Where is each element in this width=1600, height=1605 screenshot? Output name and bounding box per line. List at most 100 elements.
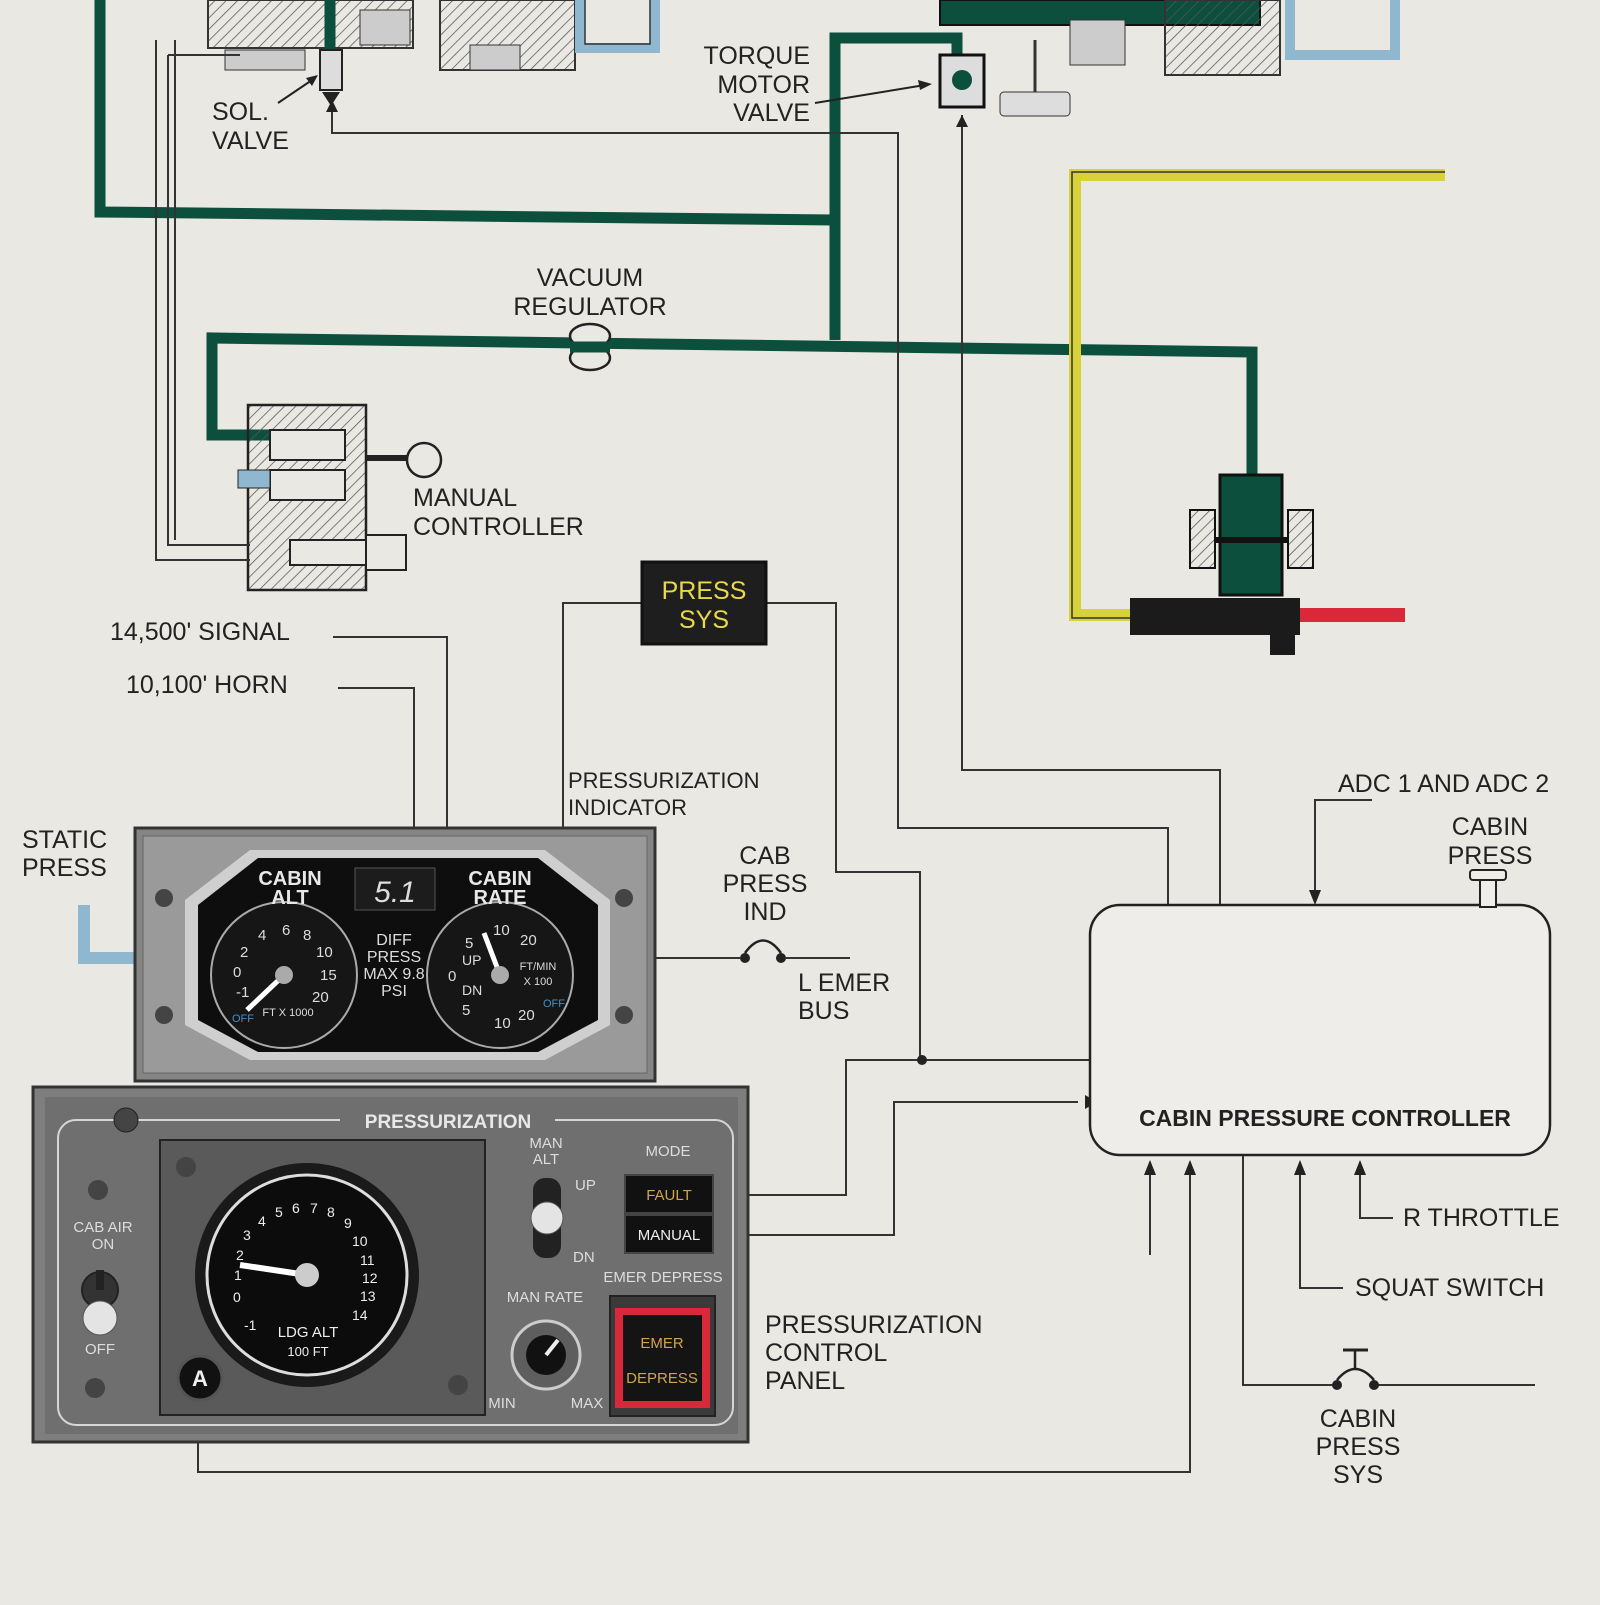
horn-10100-label: 10,100' HORN [126,671,288,699]
man-alt-2: ALT [533,1151,559,1168]
rate-tick-dn-10: 10 [494,1015,511,1032]
cab-air-label-1: CAB AIR [73,1219,132,1236]
static-press-line [78,905,140,964]
cabin-alt-title-2: ALT [271,887,308,909]
cab-press-ind-breaker [740,939,786,963]
ldg-tick-10: 10 [352,1233,368,1249]
vacuum-line-top [94,0,836,226]
cabin-press-sys-label-2: PRESS [1316,1433,1401,1461]
rate-tick-dn-20: 20 [518,1007,535,1024]
alt-tick-6: 6 [282,922,290,939]
cab-air-label-2: ON [92,1236,115,1253]
cabin-press-label-1: CABIN [1452,813,1528,841]
sol-valve-label-2: VALVE [212,127,289,155]
diff-press-1: DIFF [376,932,412,949]
signal-14500-label: 14,500' SIGNAL [110,618,290,646]
static-line-top-right [1285,0,1400,60]
fault-label: FAULT [646,1187,692,1204]
cabin-press-label-2: PRESS [1448,842,1533,870]
a-button[interactable]: A [176,1354,224,1402]
emer-depress-button[interactable]: EMER DEPRESS [609,1295,716,1417]
mode-label: MODE [646,1143,691,1160]
cabin-press-sys-breaker [1332,1348,1379,1390]
control-panel-label-2: CONTROL [765,1339,887,1367]
alt-tick-10: 10 [316,944,333,961]
rate-tick-up-20: 20 [520,932,537,949]
press-indicator-label-1: PRESSURIZATION [568,768,760,793]
static-press-label-1: STATIC [22,826,107,854]
alt-unit: FT X 1000 [262,1007,313,1019]
static-press-label-2: PRESS [22,854,107,882]
press-sys-line2: SYS [679,606,729,634]
squat-switch-label: SQUAT SWITCH [1355,1274,1544,1302]
emer-depress-title: EMER DEPRESS [603,1269,722,1286]
outflow-valve-left [207,0,576,71]
man-alt-up: UP [575,1177,596,1194]
man-rate-max: MAX [571,1395,604,1412]
ldg-alt-label-2: 100 FT [287,1344,328,1359]
vacuum-regulator-label-1: VACUUM [537,264,643,292]
vacuum-line-torque [829,32,963,340]
ldg-tick-1: 1 [234,1267,242,1283]
torque-label-2: MOTOR [717,71,810,99]
fault-button[interactable]: FAULT [624,1174,714,1214]
rate-unit-1: FT/MIN [520,961,557,973]
man-rate-min: MIN [488,1395,516,1412]
cabin-press-sys-label-3: SYS [1333,1461,1383,1489]
l-emer-bus-label-1: L EMER [798,969,890,997]
adc-label: ADC 1 AND ADC 2 [1338,770,1549,798]
r-throttle-label: R THROTTLE [1403,1204,1560,1232]
ldg-tick-9: 9 [344,1215,352,1231]
torque-label-3: VALVE [733,99,810,127]
alt-tick-2: 2 [240,944,248,961]
ldg-alt-label-1: LDG ALT [278,1324,339,1341]
ldg-tick-3: 3 [243,1227,251,1243]
diff-press-3: MAX 9.8 [363,966,424,983]
a-button-label: A [192,1366,208,1391]
solenoid-valve [319,49,343,106]
ldg-tick-12: 12 [362,1270,378,1286]
cabin-rate-title-2: RATE [474,887,527,909]
ldg-tick-13: 13 [360,1288,376,1304]
ldg-tick-14: 14 [352,1307,368,1323]
manual-button[interactable]: MANUAL [624,1214,714,1254]
alt-tick-8: 8 [303,927,311,944]
cabin-rate-title-1: CABIN [468,868,531,890]
cabin-alt-title-1: CABIN [258,868,321,890]
alt-tick-0: 0 [233,964,241,981]
manual-label: MANUAL [638,1227,701,1244]
outflow-valve-right [939,0,1281,117]
press-sys-annunciator: PRESS SYS [640,560,768,646]
rate-up: UP [462,952,481,968]
diff-press-2: PRESS [367,949,421,966]
control-panel-label-3: PANEL [765,1367,845,1395]
rate-tick-0: 0 [448,968,456,985]
manual-controller-label-1: MANUAL [413,484,517,512]
vacuum-line-main [206,332,1258,480]
control-panel-label-1: PRESSURIZATION [765,1311,983,1339]
ldg-tick-2: 2 [236,1247,244,1263]
pressurization-control-panel: PRESSURIZATION CAB AIR ON OFF -1 0 1 2 3… [31,1085,750,1444]
ldg-alt-gauge[interactable] [195,1163,419,1387]
rate-dn: DN [462,982,482,998]
manual-controller-label-2: CONTROLLER [413,513,584,541]
press-sys-line1: PRESS [662,577,747,605]
torque-motor-valve [938,53,986,109]
man-alt-switch[interactable] [530,1178,564,1258]
rate-tick-dn-5: 5 [462,1002,470,1019]
cab-press-ind-label-1: CAB [739,842,790,870]
cab-air-toggle[interactable] [81,1270,119,1336]
ldg-tick-11: 11 [360,1252,375,1268]
man-rate-knob[interactable] [510,1319,582,1391]
rate-off: OFF [543,998,565,1010]
press-indicator-label-2: INDICATOR [568,795,687,820]
emer-depress-btn-1: EMER [640,1335,684,1352]
alt-off: OFF [232,1013,254,1025]
man-alt-dn: DN [573,1249,595,1266]
manual-controller [237,403,443,592]
cabin-pressure-controller-label: CABIN PRESSURE CONTROLLER [1139,1105,1511,1131]
ldg-tick-0: 0 [233,1289,241,1305]
digital-readout: 5.1 [374,876,416,909]
l-emer-bus-label-2: BUS [798,997,849,1025]
